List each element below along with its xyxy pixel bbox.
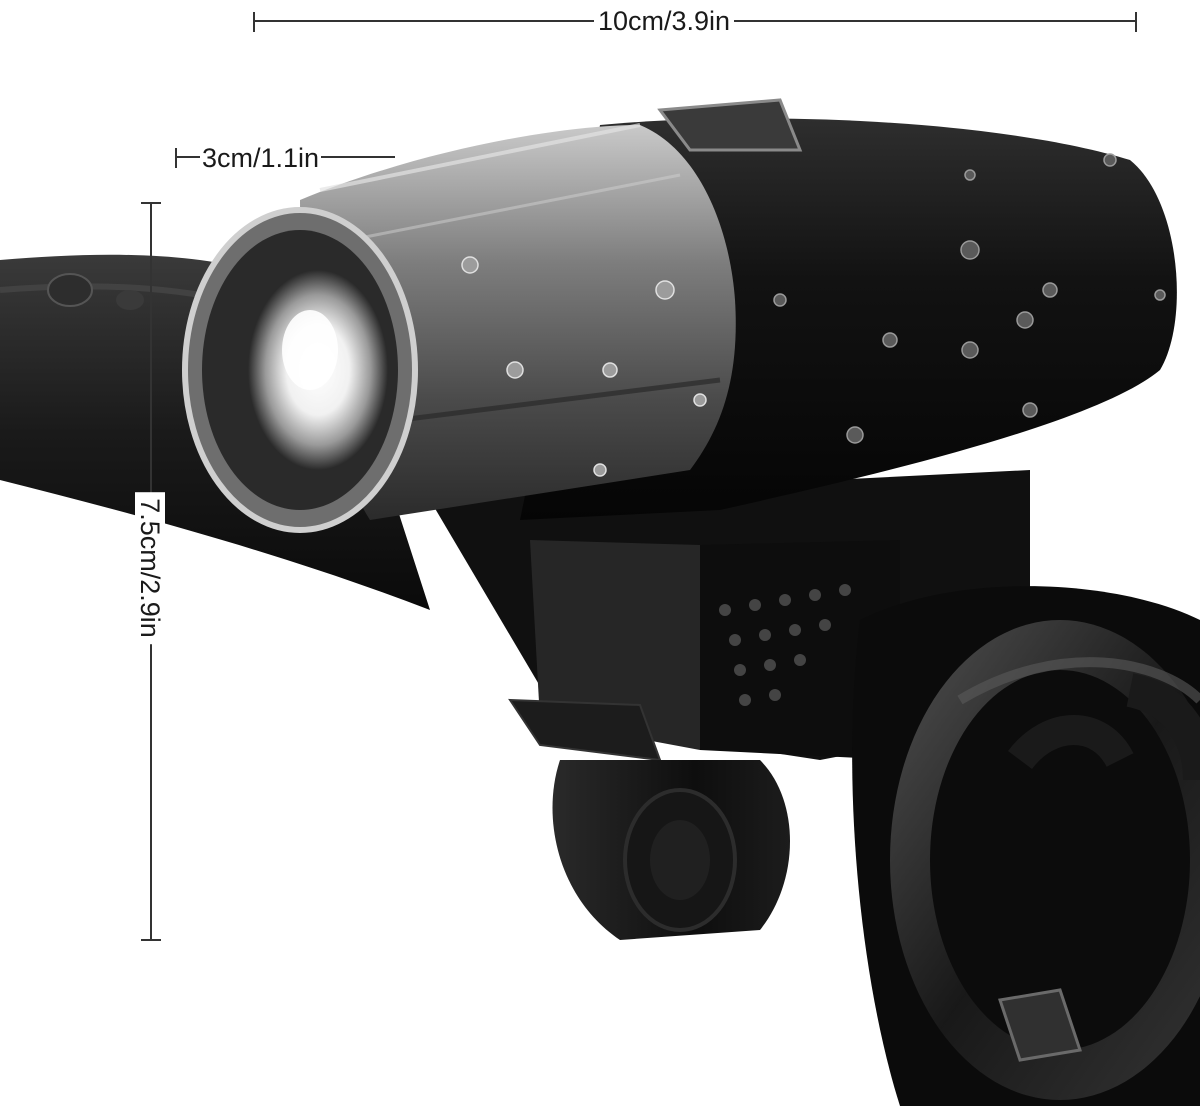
handlebar-right bbox=[852, 586, 1200, 1106]
lens-assembly bbox=[182, 207, 418, 533]
height-dimension-label: 7.5cm/2.9in bbox=[135, 492, 165, 644]
lens-dimension-label: 3cm/1.1in bbox=[200, 143, 322, 173]
clamp-knob bbox=[552, 760, 790, 940]
width-dimension-label: 10cm/3.9in bbox=[594, 6, 735, 36]
